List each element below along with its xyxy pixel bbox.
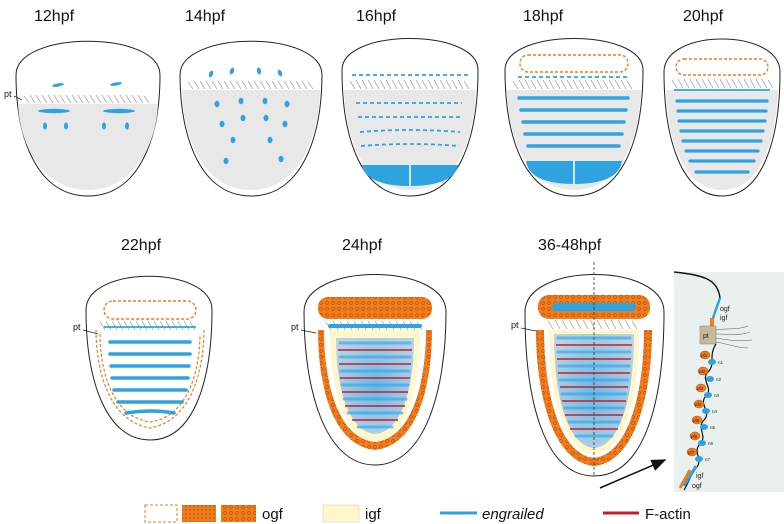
inset-n1: n1 xyxy=(718,360,724,365)
inset-bottom-igf: igf xyxy=(696,473,703,480)
pt-label: pt xyxy=(4,89,12,99)
embryo-24hpf: pt xyxy=(291,274,447,466)
legend-swatch-igf xyxy=(322,504,360,523)
legend-label-igf: igf xyxy=(365,506,382,523)
inset-pt-label: pt xyxy=(703,333,709,340)
stage-label-18hpf: 18hpf xyxy=(523,8,564,25)
inset-pf6: pf6 xyxy=(691,434,698,439)
pt-label-22hpf: pt xyxy=(73,322,81,332)
inset-n2: n2 xyxy=(716,377,722,382)
inset-n3: n3 xyxy=(714,393,720,398)
legend: ogf igf engrailed F-actin xyxy=(144,504,691,523)
embryo-18hpf xyxy=(504,38,644,197)
inset-pf2: pf2 xyxy=(699,369,706,374)
legend-swatch-ogf-dots xyxy=(221,505,256,522)
inset-n7: n7 xyxy=(705,457,711,462)
embryo-36-48hpf: pt xyxy=(511,262,665,477)
stage-label-16hpf: 16hpf xyxy=(356,8,397,25)
legend-label-engrailed: engrailed xyxy=(482,506,544,523)
inset-panel: ogf igf pt pf1 pf2 pf3 pf4 pf5 pf6 pf7 n… xyxy=(673,271,784,492)
legend-label-ogf: ogf xyxy=(262,506,284,523)
embryo-16hpf xyxy=(341,38,479,197)
zoom-arrow xyxy=(599,459,667,489)
pt-label-24hpf: pt xyxy=(291,322,299,332)
inset-pf1: pf1 xyxy=(701,353,708,358)
inset-pf4: pf4 xyxy=(695,402,702,407)
legend-swatch-ogf-dense xyxy=(182,505,216,522)
inset-pf3: pf3 xyxy=(697,386,704,391)
embryo-20hpf xyxy=(663,38,781,197)
stage-label-22hpf: 22hpf xyxy=(121,237,162,254)
pt-label-36-48hpf: pt xyxy=(511,320,519,330)
inset-pf5: pf5 xyxy=(693,418,700,423)
stage-label-14hpf: 14hpf xyxy=(185,8,226,25)
embryo-12hpf: pt xyxy=(4,40,161,197)
embryo-14hpf xyxy=(179,40,323,197)
legend-label-factin: F-actin xyxy=(645,506,691,523)
inset-n5: n5 xyxy=(710,425,716,430)
inset-n6: n6 xyxy=(708,441,714,446)
inset-igf-label: igf xyxy=(720,315,727,322)
legend-swatch-ogf-dashed xyxy=(144,504,178,523)
inset-pf7: pf7 xyxy=(688,450,695,455)
inset-bottom-ogf: ogf xyxy=(692,483,702,490)
inset-ogf-label: ogf xyxy=(720,306,730,313)
stage-label-36-48hpf: 36-48hpf xyxy=(538,237,602,254)
stage-label-12hpf: 12hpf xyxy=(34,8,75,25)
stage-label-20hpf: 20hpf xyxy=(683,8,724,25)
inset-n4: n4 xyxy=(712,409,718,414)
stage-label-24hpf: 24hpf xyxy=(342,237,383,254)
embryo-22hpf: pt xyxy=(73,275,213,441)
